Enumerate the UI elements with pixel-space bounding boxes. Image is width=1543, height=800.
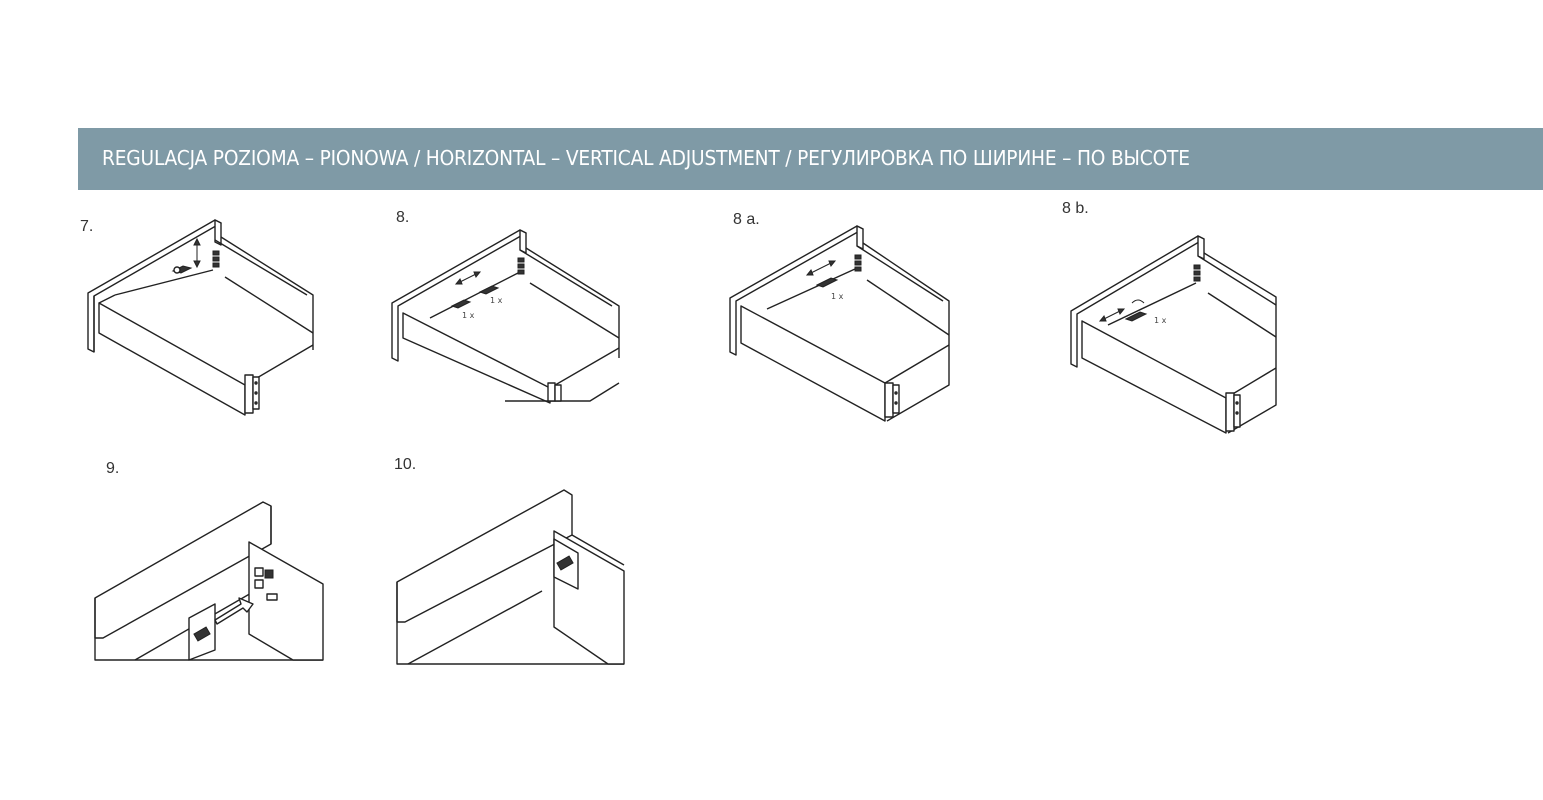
step-8b-drawer-illustration: 1 x	[1070, 235, 1277, 434]
step-8-label: 8.	[396, 209, 410, 226]
step-10-label: 10.	[394, 456, 417, 473]
step-8a-drawer-illustration: 1 x	[729, 225, 950, 422]
step-8-drawer-illustration: 1 x 1 x	[391, 229, 620, 404]
step-8a-label: 8 a.	[733, 211, 760, 228]
step-9-detail-illustration	[94, 501, 324, 661]
step-9-label: 9.	[106, 460, 120, 477]
step-7-drawer-illustration	[87, 219, 314, 416]
section-title: REGULACJA POZIOMA – PIONOWA / HORIZONTAL…	[102, 146, 1190, 170]
step-8a-qty: 1 x	[831, 292, 844, 301]
step-8-qty-right: 1 x	[490, 296, 503, 305]
step-8b-qty: 1 x	[1154, 316, 1167, 325]
step-8-qty-left: 1 x	[462, 311, 475, 320]
step-8b-label: 8 b.	[1062, 200, 1089, 217]
step-7-label: 7.	[80, 218, 94, 235]
section-header-banner: REGULACJA POZIOMA – PIONOWA / HORIZONTAL…	[78, 128, 1543, 190]
step-10-detail-illustration	[396, 489, 625, 665]
